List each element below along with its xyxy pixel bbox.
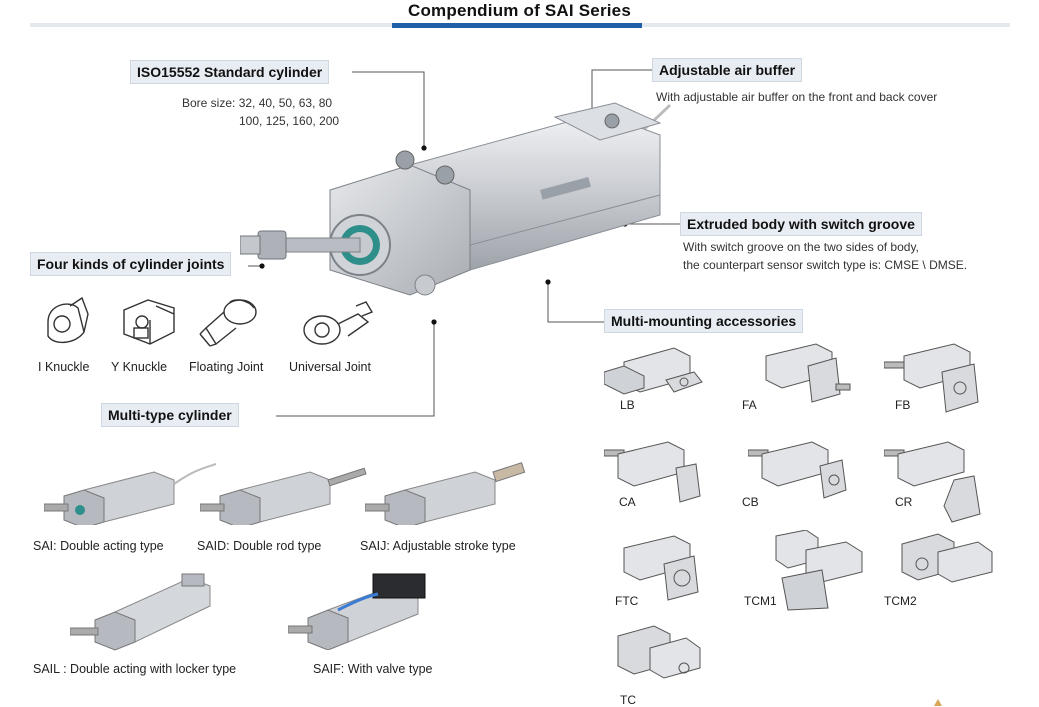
bore-size-line-2: 100, 125, 160, 200 (239, 114, 340, 128)
air-buffer-desc: With adjustable air buffer on the front … (656, 90, 938, 104)
switch-groove-label: Extruded body with switch groove (680, 212, 922, 236)
page-title: Compendium of SAI Series (407, 1, 631, 20)
saij-cylinder-icon (365, 462, 526, 525)
cylinder-caption-saij: SAIJ: Adjustable stroke type (360, 539, 516, 553)
mount-ftc-icon (623, 535, 699, 601)
joint-caption-universal-joint: Universal Joint (289, 360, 371, 374)
joint-caption-y-knuckle: Y Knuckle (111, 360, 168, 374)
mount-caption-tcm2: TCM2 (884, 594, 917, 608)
floating-joint-icon (199, 299, 257, 347)
mount-ca-icon (604, 441, 701, 503)
mount-caption-tcm1: TCM1 (744, 594, 777, 608)
mount-tcm1-icon (775, 530, 863, 611)
sai-cylinder-icon (44, 463, 217, 525)
mount-caption-cr: CR (895, 495, 913, 509)
said-cylinder-icon (200, 467, 367, 525)
mount-caption-lb: LB (620, 398, 635, 412)
multi-type-cylinder-label: Multi-type cylinder (101, 403, 239, 427)
mounting-accessories-label: Multi-mounting accessories (604, 309, 804, 333)
cylinder-caption-sai: SAI: Double acting type (33, 539, 164, 553)
cylinder-caption-saif: SAIF: With valve type (313, 662, 433, 676)
i-knuckle-icon (47, 296, 89, 343)
bore-size-line-1: Bore size: 32, 40, 50, 63, 80 (182, 96, 333, 110)
mount-caption-fa: FA (742, 398, 757, 412)
sail-cylinder-icon (70, 573, 211, 651)
mount-lb-icon (604, 347, 703, 395)
mount-caption-ftc: FTC (615, 594, 639, 608)
cylinder-caption-sail: SAIL : Double acting with locker type (33, 662, 237, 676)
mount-cb-icon (748, 441, 847, 499)
mount-caption-tc: TC (620, 693, 636, 707)
mount-caption-ca: CA (619, 495, 636, 509)
mount-fb-icon (884, 343, 979, 413)
switch-groove-desc-1: With switch groove on the two sides of b… (683, 240, 919, 254)
title-rule-accent (392, 23, 642, 28)
universal-joint-icon (303, 301, 374, 345)
joint-caption-i-knuckle: I Knuckle (38, 360, 90, 374)
cylinder-caption-said: SAID: Double rod type (197, 539, 322, 553)
triangle-marker-icon (934, 699, 942, 706)
y-knuckle-icon (123, 299, 175, 345)
mount-cr-icon (884, 441, 981, 523)
mount-caption-fb: FB (895, 398, 911, 412)
cylinder-joints-label: Four kinds of cylinder joints (30, 252, 232, 276)
joint-caption-floating-joint: Floating Joint (189, 360, 264, 374)
switch-groove-desc-2: the counterpart sensor switch type is: C… (683, 258, 968, 272)
mount-caption-cb: CB (742, 495, 759, 509)
main-cylinder-illustration (240, 102, 672, 296)
air-buffer-label: Adjustable air buffer (652, 58, 803, 82)
mount-tcm2-icon (901, 533, 993, 583)
mount-fa-icon (765, 343, 851, 403)
saif-cylinder-icon (288, 573, 426, 650)
mount-tc-icon (617, 625, 701, 679)
iso-standard-label: ISO15552 Standard cylinder (130, 60, 330, 84)
